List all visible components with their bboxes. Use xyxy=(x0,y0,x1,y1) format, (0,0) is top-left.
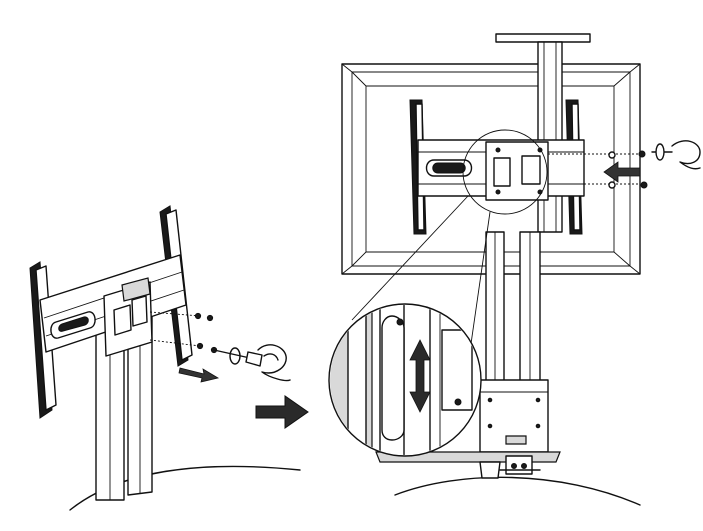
screw-icon xyxy=(608,181,616,189)
screw-icon xyxy=(206,314,214,322)
right-step-mounted-tv xyxy=(328,33,701,506)
right-pole-adapter xyxy=(485,141,549,201)
left-fastening-screws xyxy=(149,311,241,365)
left-pole-adapter xyxy=(103,277,153,357)
screw-icon xyxy=(638,150,646,158)
direction-arrow-icon xyxy=(603,161,641,183)
detail-magnifier xyxy=(328,303,482,457)
direction-arrow-icon xyxy=(178,367,220,383)
screw-icon xyxy=(194,312,202,320)
screw-icon xyxy=(640,181,648,189)
screwdriver-icon xyxy=(651,140,701,170)
detail-source-circle xyxy=(462,129,548,215)
adjust-arrow-icon xyxy=(409,339,431,413)
screw-icon xyxy=(608,151,616,159)
right-fastening-screws xyxy=(548,150,648,189)
left-step-bracket-attach xyxy=(29,205,301,511)
screwdriver-icon xyxy=(213,344,291,382)
screw-icon xyxy=(196,342,204,350)
step-transition-arrow-icon xyxy=(255,395,309,429)
right-support-poles xyxy=(479,231,549,453)
